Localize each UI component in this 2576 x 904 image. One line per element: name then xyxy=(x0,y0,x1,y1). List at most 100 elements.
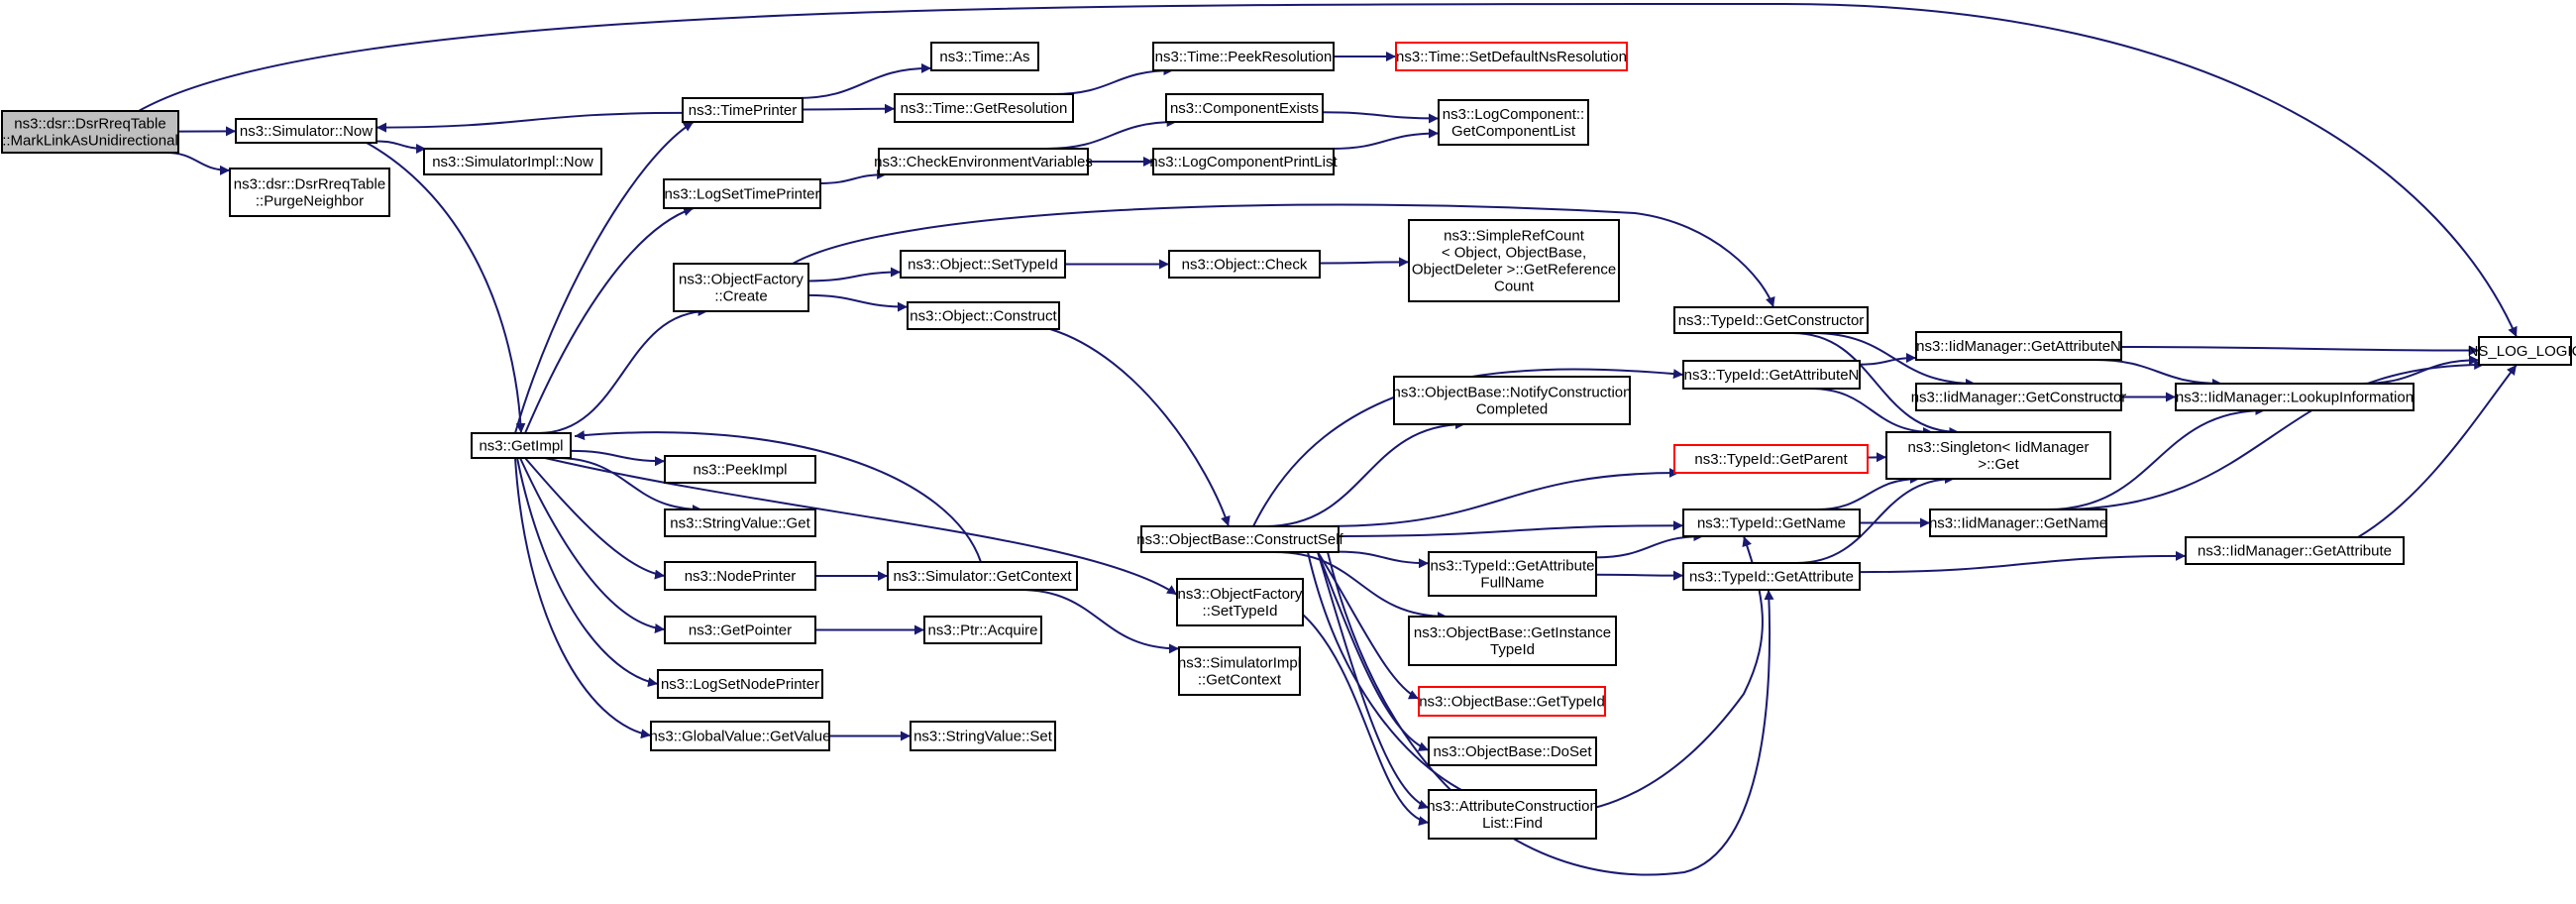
node-obconstructself[interactable]: ns3::ObjectBase::ConstructSelf xyxy=(1136,525,1344,553)
node-simgetctx[interactable]: ns3::Simulator::GetContext xyxy=(887,561,1078,591)
node-tidgetctor[interactable]: ns3::TypeId::GetConstructor xyxy=(1673,306,1869,334)
node-strvalset[interactable]: ns3::StringValue::Set xyxy=(910,721,1056,751)
node-simnow[interactable]: ns3::Simulator::Now xyxy=(235,118,377,144)
edge-root-to-nslog xyxy=(138,2,2518,338)
node-label: >::Get xyxy=(1978,456,2019,473)
node-box xyxy=(900,250,1066,279)
node-label: ::SetTypeId xyxy=(1203,603,1278,620)
node-box xyxy=(1165,93,1324,123)
node-box xyxy=(910,721,1056,751)
node-singleton[interactable]: ns3::Singleton< IidManager>::Get xyxy=(1885,431,2111,480)
node-box xyxy=(1915,331,2122,361)
node-objconstruct[interactable]: ns3::Object::Construct xyxy=(907,301,1060,330)
node-obdoset[interactable]: ns3::ObjectBase::DoSet xyxy=(1428,736,1597,766)
node-label: ns3::CheckEnvironmentVariables xyxy=(874,154,1093,170)
call-nodes: ns3::dsr::DsrRreqTable::MarkLinkAsUnidir… xyxy=(1,42,2576,840)
node-purge[interactable]: ns3::dsr::DsrRreqTable::PurgeNeighbor xyxy=(229,168,390,217)
node-iidgetattr[interactable]: ns3::IidManager::GetAttribute xyxy=(2185,536,2405,565)
node-nodeprinter[interactable]: ns3::NodePrinter xyxy=(664,561,816,591)
edge-obconstructself-to-tidgetparent xyxy=(1325,468,1679,527)
node-label: ns3::LogSetNodePrinter xyxy=(661,676,819,693)
node-ptracquire[interactable]: ns3::Ptr::Acquire xyxy=(923,616,1042,644)
node-obgettid[interactable]: ns3::ObjectBase::GetTypeId xyxy=(1418,686,1606,717)
node-timeas[interactable]: ns3::Time::As xyxy=(930,42,1039,71)
node-tidgetattrn[interactable]: ns3::TypeId::GetAttributeN xyxy=(1682,360,1861,390)
edge-getimpl-to-nodeprinter xyxy=(524,457,666,580)
node-objsettid[interactable]: ns3::Object::SetTypeId xyxy=(900,250,1066,279)
node-obnotify[interactable]: ns3::ObjectBase::NotifyConstructionCompl… xyxy=(1393,376,1632,425)
edge-obconstructself-to-tidgetattrfull xyxy=(1338,550,1430,569)
node-box xyxy=(1438,99,1589,146)
node-label: ns3::TypeId::GetAttributeN xyxy=(1684,367,1860,384)
node-logcgcl[interactable]: ns3::LogComponent::GetComponentList xyxy=(1438,99,1589,146)
node-label: TypeId xyxy=(1490,641,1535,658)
node-label: ns3::Object::Construct xyxy=(910,307,1057,324)
edge-iidgetname-to-iidlookup xyxy=(2047,405,2266,510)
node-strvalget[interactable]: ns3::StringValue::Get xyxy=(664,508,816,537)
edge-simgetctx-to-simimplctx xyxy=(1020,589,1180,654)
node-label: ::Create xyxy=(714,287,767,304)
node-simimplnow[interactable]: ns3::SimulatorImpl::Now xyxy=(423,148,602,175)
node-label: ns3::TypeId::GetParent xyxy=(1694,451,1848,468)
node-tidgetname[interactable]: ns3::TypeId::GetName xyxy=(1682,508,1861,537)
node-label: ns3::Time::PeekResolution xyxy=(1155,49,1333,65)
node-ofcreate[interactable]: ns3::ObjectFactory::Create xyxy=(673,263,809,312)
edge-timeprinter-to-timeas xyxy=(796,62,932,99)
node-compexists[interactable]: ns3::ComponentExists xyxy=(1165,93,1324,123)
node-tidgetparent[interactable]: ns3::TypeId::GetParent xyxy=(1673,444,1869,474)
node-label: ns3::AttributeConstruction xyxy=(1427,798,1598,815)
node-root[interactable]: ns3::dsr::DsrRreqTable::MarkLinkAsUnidir… xyxy=(1,110,179,154)
edge-getimpl-to-logsettp xyxy=(524,206,695,434)
node-box xyxy=(1168,250,1321,279)
node-label: ns3::IidManager::LookupInformation xyxy=(2176,389,2414,405)
node-logcpl[interactable]: ns3::LogComponentPrintList xyxy=(1149,148,1338,175)
edge-timeprinter-to-simnow xyxy=(376,111,684,133)
node-simplerc[interactable]: ns3::SimpleRefCount< Object, ObjectBase,… xyxy=(1408,219,1620,302)
edge-tidgetctor-to-iidgetctor xyxy=(1812,332,1976,389)
node-iidlookup[interactable]: ns3::IidManager::LookupInformation xyxy=(2175,383,2415,411)
node-label: List::Find xyxy=(1482,815,1543,832)
node-setdefns[interactable]: ns3::Time::SetDefaultNsResolution xyxy=(1395,42,1628,71)
node-iidgetattrn[interactable]: ns3::IidManager::GetAttributeN xyxy=(1915,331,2122,361)
node-objcheck[interactable]: ns3::Object::Check xyxy=(1168,250,1321,279)
node-label: ::GetContext xyxy=(1198,671,1282,688)
node-ofsettid[interactable]: ns3::ObjectFactory::SetTypeId xyxy=(1176,578,1304,626)
node-box xyxy=(229,168,390,217)
node-tidgetattr[interactable]: ns3::TypeId::GetAttribute xyxy=(1682,562,1861,591)
node-timeprinter[interactable]: ns3::TimePrinter xyxy=(682,97,804,123)
node-label: ::PurgeNeighbor xyxy=(256,192,364,209)
node-getpointer[interactable]: ns3::GetPointer xyxy=(664,616,816,644)
node-logsettp[interactable]: ns3::LogSetTimePrinter xyxy=(663,178,821,209)
node-label: ns3::IidManager::GetName xyxy=(1929,514,2107,531)
node-peekres[interactable]: ns3::Time::PeekResolution xyxy=(1152,42,1335,71)
node-nslog[interactable]: NS_LOG_LOGIC xyxy=(2468,336,2576,366)
node-label: ns3::Simulator::Now xyxy=(240,123,373,140)
node-box xyxy=(2478,336,2572,366)
node-label: ns3::Time::As xyxy=(939,49,1029,65)
node-label: ns3::Singleton< IidManager xyxy=(1907,439,2089,456)
edge-ofcreate-to-tidgetctor xyxy=(792,203,1775,308)
node-label: ns3::Time::GetResolution xyxy=(901,100,1068,117)
node-box xyxy=(1428,551,1597,597)
node-logsetnp[interactable]: ns3::LogSetNodePrinter xyxy=(657,669,823,699)
node-gvgetvalue[interactable]: ns3::GlobalValue::GetValue xyxy=(650,721,831,751)
node-simimplctx[interactable]: ns3::SimulatorImpl::GetContext xyxy=(1178,646,1301,696)
node-label: ns3::GlobalValue::GetValue xyxy=(650,728,831,744)
edge-logsettp-to-checkenv xyxy=(819,170,888,184)
node-box xyxy=(907,301,1060,330)
node-peekimpl[interactable]: ns3::PeekImpl xyxy=(664,455,816,484)
node-getimpl[interactable]: ns3::GetImpl xyxy=(471,432,572,459)
node-iidgetctor[interactable]: ns3::IidManager::GetConstructor xyxy=(1911,383,2127,411)
edge-obconstructself-to-tidgetname xyxy=(1307,535,1764,815)
node-timegetres[interactable]: ns3::Time::GetResolution xyxy=(894,93,1074,123)
node-box xyxy=(1682,360,1861,390)
node-label: NS_LOG_LOGIC xyxy=(2468,343,2576,360)
edge-iidgetattrn-to-iidlookup xyxy=(2093,359,2223,389)
node-iidgetname[interactable]: ns3::IidManager::GetName xyxy=(1929,508,2107,537)
node-checkenv[interactable]: ns3::CheckEnvironmentVariables xyxy=(874,148,1093,175)
edge-objconstruct-to-obconstructself xyxy=(1049,328,1231,527)
node-box xyxy=(923,616,1042,644)
